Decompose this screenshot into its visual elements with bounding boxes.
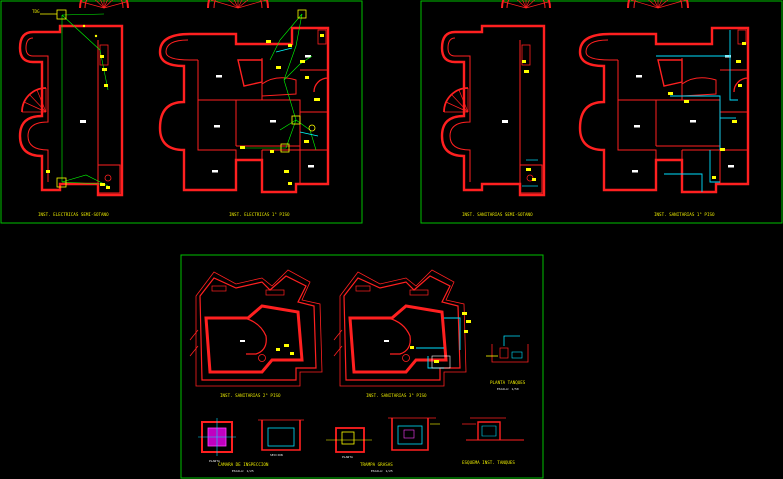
title-sanitary-second: INST. SANITARIAS 2° PISO xyxy=(220,393,281,398)
plan-electrical-semi-basement: TDG xyxy=(18,0,130,197)
trap-scale: ESCALA: 1/25 xyxy=(371,469,393,473)
chamber-title: CAMARA DE INSPECCION xyxy=(218,462,269,467)
tank-plan-title: PLANTA TANQUES xyxy=(490,380,526,385)
sheet-upper-and-details: INST. SANITARIAS 2° PISO INST. SANITARIA… xyxy=(180,254,544,479)
chamber-section-label: SECCION xyxy=(270,453,283,457)
title-sanitary-third: INST. SANITARIAS 3° PISO xyxy=(366,393,427,398)
tank-plan-scale: ESCALA: 1/50 xyxy=(497,387,519,391)
trap-title: TRAMPA GRASAS xyxy=(360,462,393,467)
detail-grease-trap: PLANTA TRAMPA GRASAS ESCALA: 1/25 xyxy=(326,417,440,473)
title-electrical-semi: INST. ELECTRICAS SEMI-SOTANO xyxy=(38,212,109,217)
detail-tank-elevation: ESQUEMA INST. TANQUES xyxy=(462,417,524,465)
svg-text:TDG: TDG xyxy=(32,9,40,14)
sheet-electrical: TDG xyxy=(0,0,363,224)
title-sanitary-first: INST. SANITARIAS 1° PISO xyxy=(654,212,715,217)
plan-sanitary-first-floor xyxy=(578,0,750,194)
plan-sanitary-third-floor xyxy=(332,268,471,388)
detail-inspection-chamber: PLANTA SECCION CAMARA DE INSPECCION ESCA… xyxy=(198,418,304,473)
title-electrical-first: INST. ELECTRICAS 1° PISO xyxy=(229,212,290,217)
trap-plan-label: PLANTA xyxy=(342,455,353,459)
plan-sanitary-semi-basement xyxy=(440,0,552,197)
sheet-sanitary: INST. SANITARIAS SEMI-SOTANO INST. SANIT… xyxy=(420,0,783,224)
title-sanitary-semi: INST. SANITARIAS SEMI-SOTANO xyxy=(462,212,533,217)
detail-tank-plan: PLANTA TANQUES ESCALA: 1/50 xyxy=(486,335,529,391)
chamber-plan-label: PLANTA xyxy=(209,459,220,463)
plan-sanitary-second-floor xyxy=(188,268,324,388)
plan-electrical-first-floor xyxy=(158,0,330,194)
tank-elevation-title: ESQUEMA INST. TANQUES xyxy=(462,460,515,465)
chamber-scale: ESCALA: 1/25 xyxy=(232,469,254,473)
